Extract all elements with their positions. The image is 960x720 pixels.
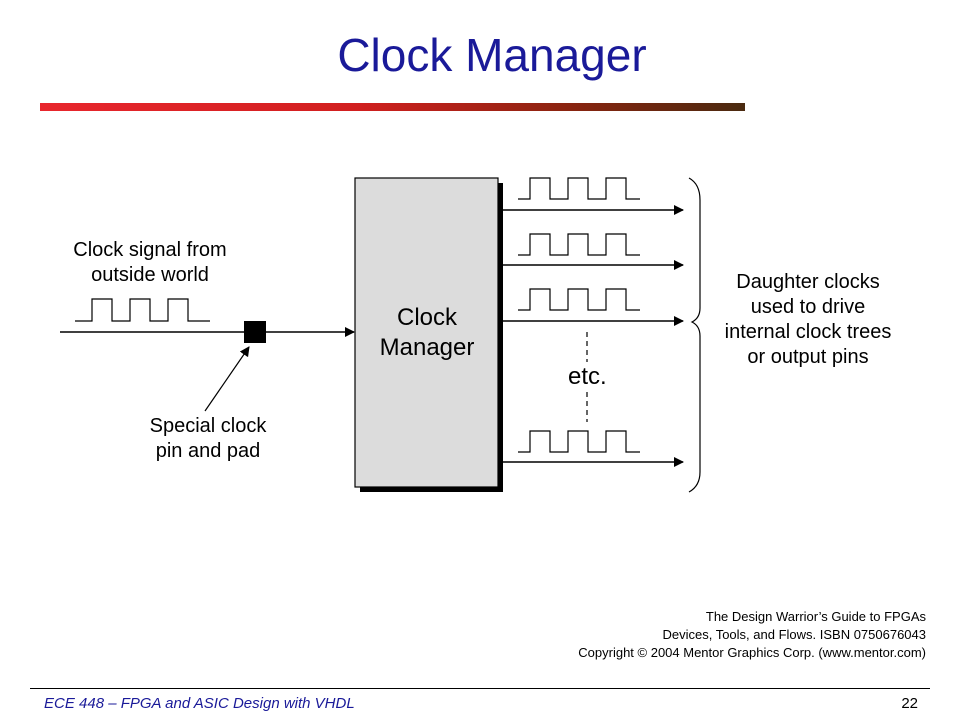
clock-pin-label: Special clock pin and pad (118, 414, 298, 464)
pin-pointer-arrow (204, 346, 250, 412)
clock-manager-label: Clock Manager (357, 303, 497, 363)
footer-divider (30, 688, 930, 689)
credit-line-2: Devices, Tools, and Flows. ISBN 07506760… (662, 627, 926, 642)
input-signal-label-line-1: Clock signal from (73, 239, 227, 261)
credit-line-1: The Design Warrior’s Guide to FPGAs (705, 609, 926, 624)
daughter-clocks-label-line-4: or output pins (747, 346, 869, 368)
title-underline (40, 103, 745, 111)
daughter-clocks-label-line-1: Daughter clocks (736, 271, 880, 293)
page-number: 22 (901, 695, 918, 712)
input-signal-label: Clock signal from outside world (50, 238, 250, 288)
credit-line-3: Copyright © 2004 Mentor Graphics Corp. (… (578, 645, 926, 660)
clock-manager-label-line-2: Manager (379, 334, 475, 361)
clock-pin-label-line-2: pin and pad (155, 440, 261, 462)
input-waveform (75, 298, 210, 322)
daughter-clocks-label: Daughter clocks used to drive internal c… (700, 270, 916, 370)
output-waveform-2 (518, 233, 640, 256)
source-credit: The Design Warrior’s Guide to FPGAs Devi… (578, 608, 926, 662)
output-waveform-1 (518, 177, 640, 200)
clock-manager-label-line-1: Clock (396, 304, 457, 331)
slide-title: Clock Manager (337, 29, 647, 81)
etc-label: etc. (568, 363, 607, 390)
outputs-brace (688, 177, 701, 493)
footer-course-title: ECE 448 – FPGA and ASIC Design with VHDL (44, 695, 355, 712)
output-waveform-4 (518, 430, 640, 453)
clock-pin-label-line-1: Special clock (149, 415, 267, 437)
daughter-clocks-label-line-3: internal clock trees (724, 321, 892, 343)
output-waveform-3 (518, 288, 640, 311)
clock-manager-block (354, 177, 499, 488)
clock-pin-pad (244, 321, 266, 343)
input-signal-label-line-2: outside world (91, 264, 209, 286)
daughter-clocks-label-line-2: used to drive (750, 296, 866, 318)
